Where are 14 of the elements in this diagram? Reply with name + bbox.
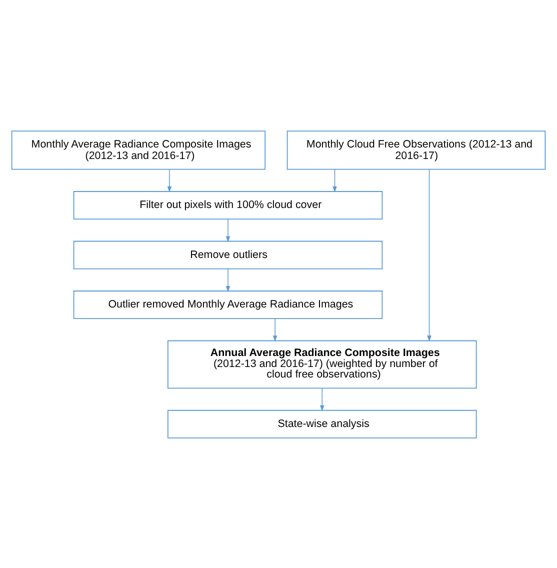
- node-box: State-wise analysis: [167, 409, 477, 438]
- arrow: [272, 318, 278, 342]
- arrow: [332, 168, 337, 192]
- node-box: Annual Average Radiance Composite Images (2012-13 and 2016-17) (weighted by number of cloud free observations): [167, 340, 477, 388]
- node-box: Outlier removed Monthly Average Radiance Images: [73, 290, 383, 319]
- arrow: [320, 388, 324, 411]
- arrow: [226, 268, 230, 292]
- arrow: [226, 218, 230, 242]
- node-box: Filter out pixels with 100% cloud cover: [73, 190, 383, 220]
- node-box: Monthly Cloud Free Observations (2012-13 and 2016-17): [286, 130, 546, 170]
- arrow: [427, 168, 432, 342]
- node-box: Remove outliers: [73, 240, 383, 269]
- arrow: [167, 168, 172, 192]
- node-box: Monthly Average Radiance Composite Images (2012-13 and 2016-17): [11, 130, 266, 170]
